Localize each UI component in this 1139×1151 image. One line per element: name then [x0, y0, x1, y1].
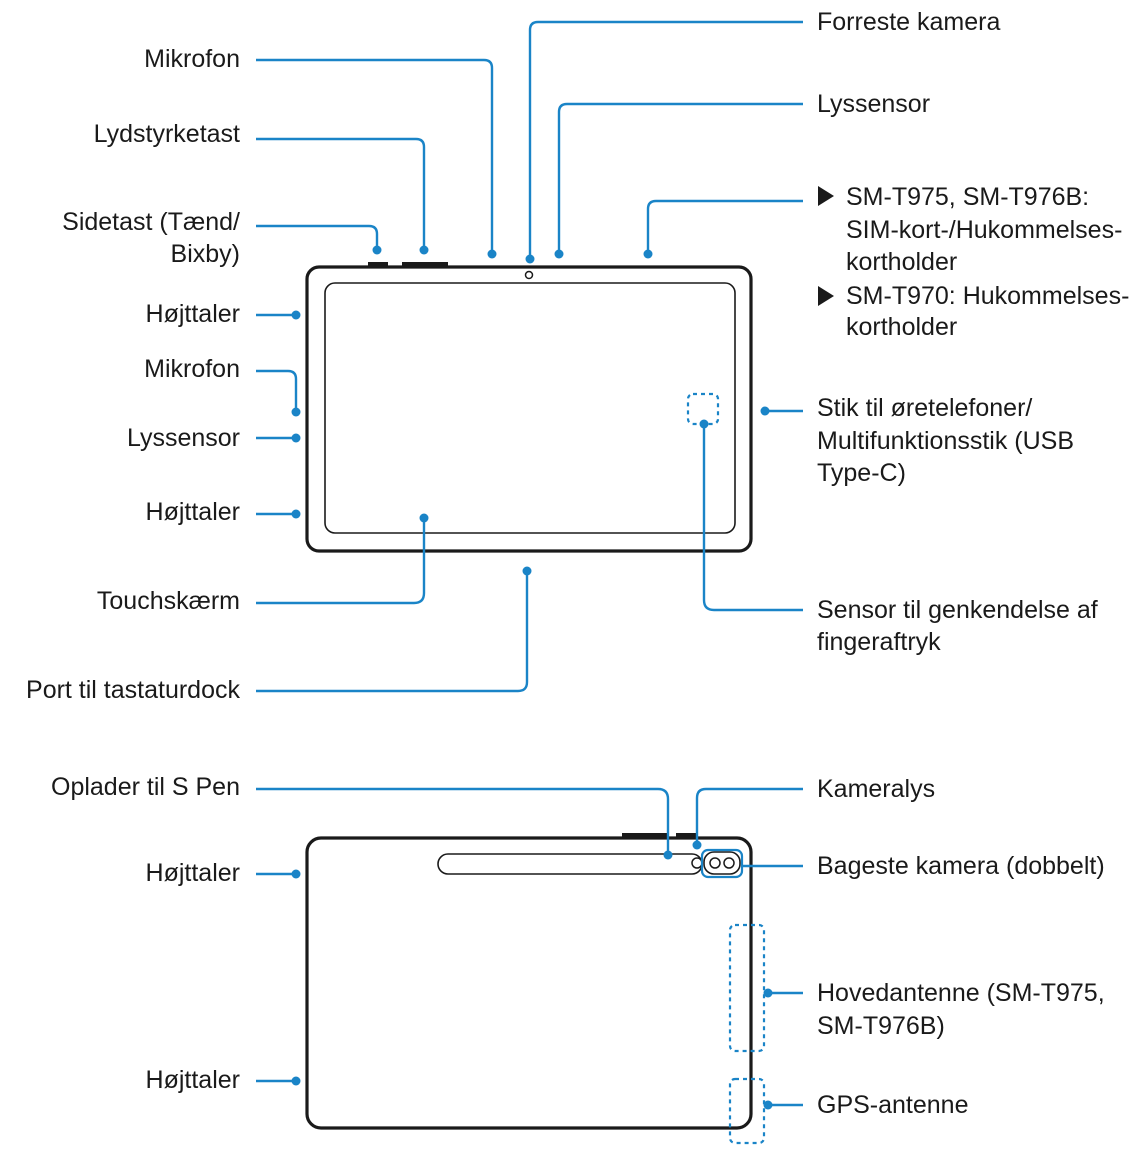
label-stik-line1: Stik til øretelefoner/ [817, 394, 1032, 422]
label-sidetast-line1: Sidetast (Tænd/ [62, 208, 240, 236]
back-view [305, 833, 766, 1145]
back-leaders [256, 787, 803, 1110]
label-mem-line2: kortholder [846, 313, 957, 341]
front-camera-icon [524, 270, 534, 280]
front-leaders [256, 20, 803, 693]
rear-camera-lens-1-icon [709, 857, 721, 869]
label-sim-line1: SM-T975, SM-T976B: [846, 183, 1089, 211]
label-stik-line2: Multifunktionsstik (USB [817, 427, 1074, 455]
label-sensor-line1: Sensor til genkendelse af [817, 596, 1098, 624]
label-port-tastaturdock: Port til tastaturdock [26, 676, 240, 704]
label-hojttaler-bottom: Højttaler [146, 498, 240, 526]
back-key-bump-2 [676, 833, 696, 839]
label-hovedantenne-line1: Hovedantenne (SM-T975, [817, 979, 1105, 1007]
label-bageste-kamera: Bageste kamera (dobbelt) [817, 852, 1105, 880]
label-hovedantenne-line2: SM-T976B) [817, 1012, 945, 1040]
bullet-mem-icon [818, 286, 834, 306]
rear-camera-module [703, 851, 741, 875]
rear-camera-lens-2-icon [723, 857, 735, 869]
front-view [305, 262, 753, 553]
side-key-bump [368, 262, 388, 268]
fingerprint-area [686, 392, 720, 426]
label-forreste-kamera: Forreste kamera [817, 8, 1000, 36]
label-lydstyrketast: Lydstyrketast [94, 120, 240, 148]
label-kameralys: Kameralys [817, 775, 935, 803]
label-mikrofon-side: Mikrofon [144, 355, 240, 383]
bullet-sim-icon [818, 186, 834, 206]
label-mikrofon-top: Mikrofon [144, 45, 240, 73]
label-touchskaerm: Touchskærm [97, 587, 240, 615]
front-screen [324, 282, 736, 534]
label-oplader-spen: Oplader til S Pen [51, 773, 240, 801]
label-back-hojttaler-top: Højttaler [146, 859, 240, 887]
label-sidetast-line2: Bixby) [171, 240, 240, 268]
front-device-body [305, 265, 753, 553]
volume-key-bump [402, 262, 448, 268]
label-lyssensor-side: Lyssensor [127, 424, 240, 452]
label-back-hojttaler-bottom: Højttaler [146, 1066, 240, 1094]
spen-charger-slot [437, 853, 703, 875]
rear-camera-highlight [700, 848, 744, 879]
label-sim-line2: SIM-kort-/Hukommelses- [846, 216, 1122, 244]
label-sim-line3: kortholder [846, 248, 957, 276]
front-labels-left: Mikrofon Lydstyrketast Sidetast (Tænd/ B… [26, 45, 240, 704]
back-key-bump-1 [622, 833, 668, 839]
gps-antenna-area [728, 1077, 766, 1145]
label-sensor-line2: fingeraftryk [817, 628, 941, 656]
back-labels: Oplader til S Pen Højttaler Højttaler Ka… [51, 773, 1105, 1119]
flash-icon [691, 857, 703, 869]
label-hojttaler-top: Højttaler [146, 300, 240, 328]
label-mem-line1: SM-T970: Hukommelses- [846, 282, 1129, 310]
label-stik-line3: Type-C) [817, 459, 906, 487]
main-antenna-area [728, 923, 766, 1053]
label-gps-antenne: GPS-antenne [817, 1091, 969, 1119]
front-labels-right: Forreste kamera Lyssensor SM-T975, SM-T9… [817, 8, 1129, 656]
label-lyssensor-top: Lyssensor [817, 90, 930, 118]
back-device-body [305, 836, 753, 1130]
